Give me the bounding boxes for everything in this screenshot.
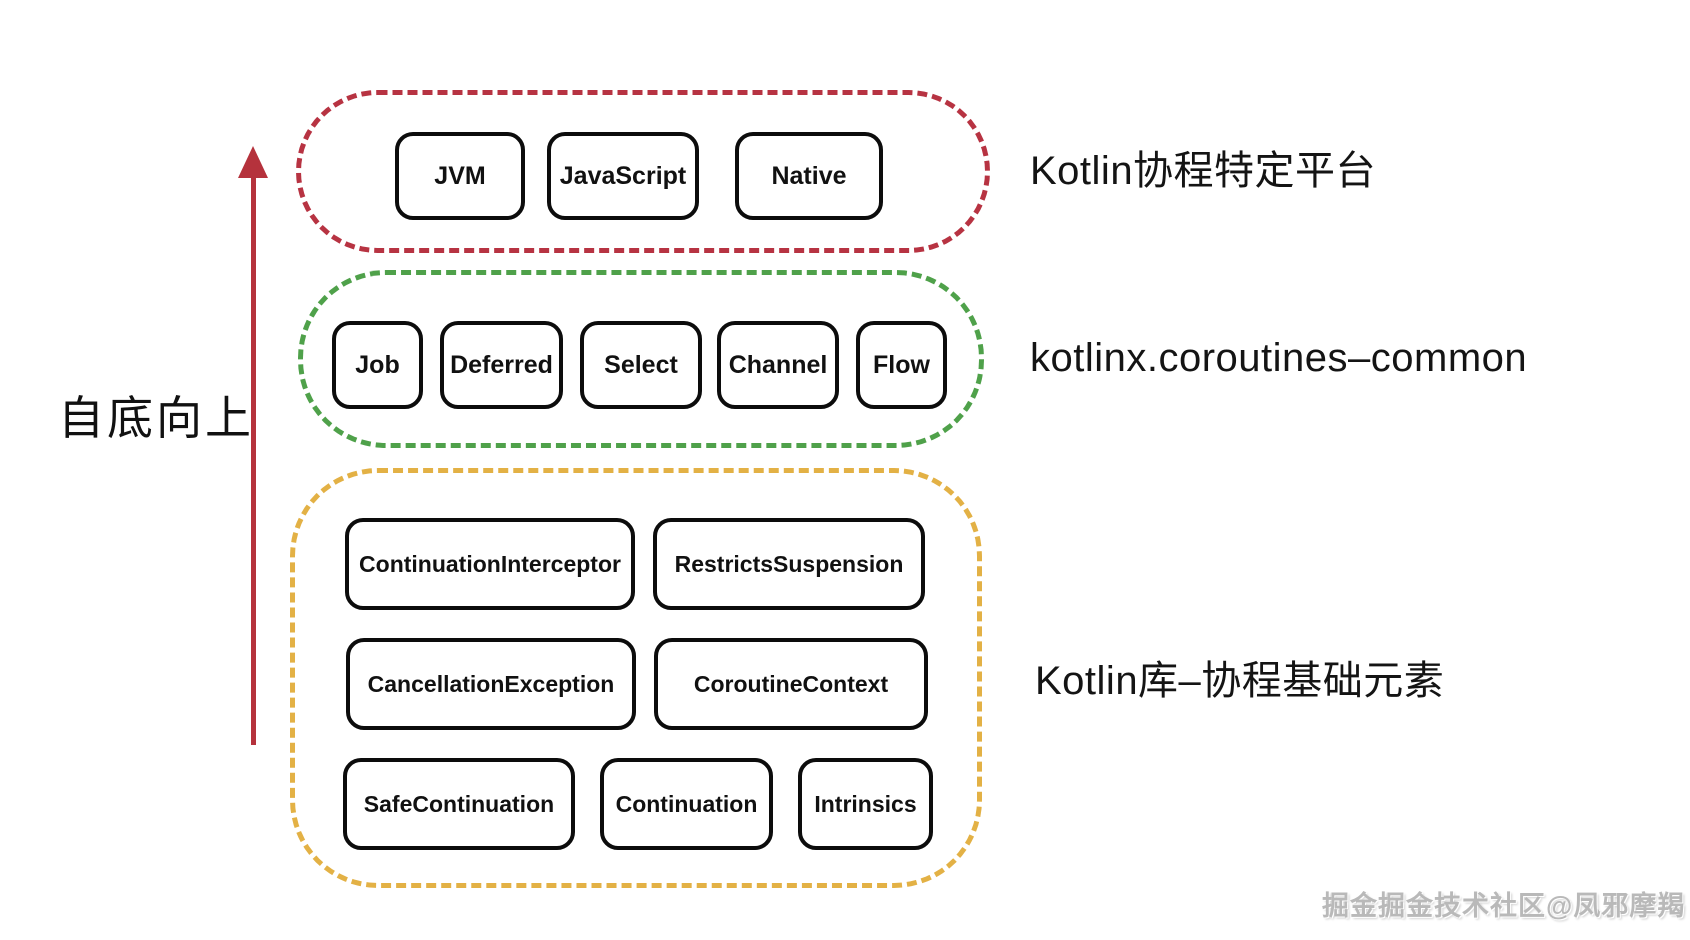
layer-platform-label: Kotlin协程特定平台 — [1030, 149, 1377, 193]
watermark: 掘金掘金技术社区@凤邪摩羯 — [1322, 891, 1686, 921]
node-job: Job — [332, 321, 423, 409]
node-select: Select — [580, 321, 702, 409]
node-continuation-interceptor: ContinuationInterceptor — [345, 518, 635, 610]
node-coroutine-context: CoroutineContext — [654, 638, 928, 730]
layer-platform: JVM JavaScript Native — [296, 90, 990, 253]
node-restricts-suspension: RestrictsSuspension — [653, 518, 925, 610]
layer-stdlib-basics: ContinuationInterceptor RestrictsSuspens… — [290, 468, 982, 888]
node-intrinsics: Intrinsics — [798, 758, 933, 850]
node-javascript: JavaScript — [547, 132, 699, 220]
layer-coroutines-common: Job Deferred Select Channel Flow — [298, 270, 984, 448]
arrow-up-icon — [238, 146, 268, 750]
layer-coroutines-common-label: kotlinx.coroutines–common — [1030, 336, 1528, 380]
layer-stdlib-basics-label: Kotlin库–协程基础元素 — [1035, 659, 1445, 703]
node-cancellation-exception: CancellationException — [346, 638, 636, 730]
node-deferred: Deferred — [440, 321, 563, 409]
arrow-line — [250, 172, 256, 745]
node-safe-continuation: SafeContinuation — [343, 758, 575, 850]
node-flow: Flow — [856, 321, 947, 409]
node-native: Native — [735, 132, 883, 220]
node-continuation: Continuation — [600, 758, 773, 850]
node-channel: Channel — [717, 321, 839, 409]
node-jvm: JVM — [395, 132, 525, 220]
bottom-up-label: 自底向上 — [58, 392, 254, 444]
